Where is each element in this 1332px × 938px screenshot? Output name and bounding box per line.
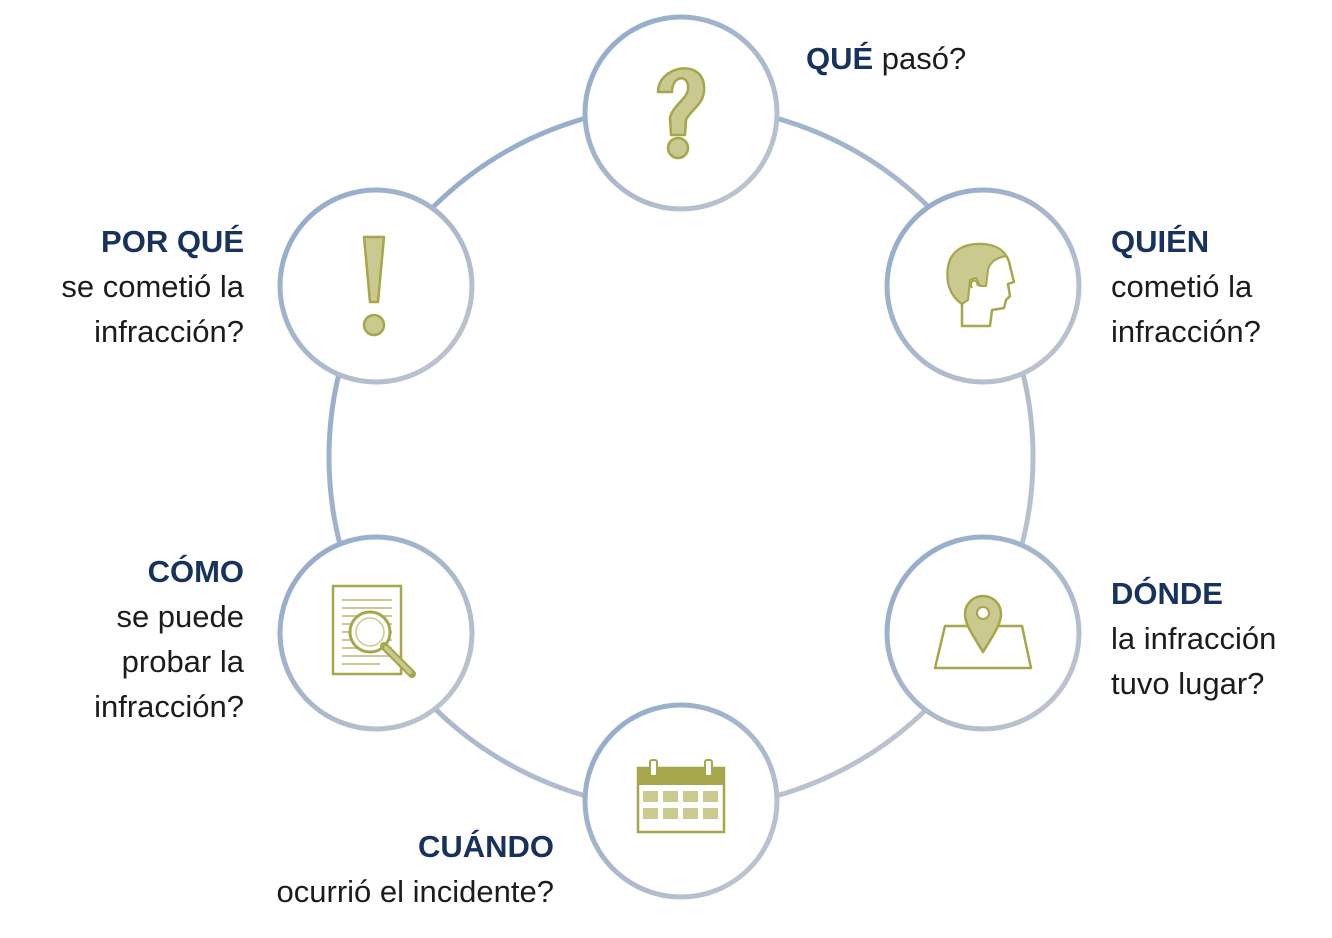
label-que: QUÉ pasó? — [806, 36, 966, 81]
heading-donde: DÓNDE — [1111, 576, 1223, 611]
person-head-icon — [946, 242, 1016, 328]
heading-porque: POR QUÉ — [101, 224, 244, 259]
heading-como: CÓMO — [147, 554, 244, 589]
label-quien: QUIÉN cometió la infracción? — [1111, 219, 1261, 354]
heading-quien: QUIÉN — [1111, 224, 1210, 259]
text-cuando-line-1: ocurrió el incidente? — [276, 874, 554, 909]
label-como: CÓMO se puede probar la infracción? — [94, 549, 244, 729]
heading-cuando: CUÁNDO — [417, 829, 554, 864]
label-cuando: CUÁNDO ocurrió el incidente? — [277, 824, 554, 914]
text-como-line-3: infracción? — [94, 689, 244, 724]
calendar-icon — [636, 759, 726, 834]
heading-que: QUÉ — [806, 41, 874, 76]
text-porque-line-2: infracción? — [94, 314, 244, 349]
text-que: pasó? — [873, 41, 967, 76]
text-como-line-2: probar la — [121, 644, 244, 679]
text-como-line-1: se puede — [116, 599, 244, 634]
text-donde-line-2: tuvo lugar? — [1111, 666, 1265, 701]
question-mark-icon — [656, 67, 706, 160]
text-quien-line-2: infracción? — [1111, 314, 1261, 349]
label-donde: DÓNDE la infracción tuvo lugar? — [1111, 571, 1276, 706]
text-donde-line-1: la infracción — [1111, 621, 1277, 656]
label-porque: POR QUÉ se cometió la infracción? — [61, 219, 244, 354]
map-pin-icon — [933, 594, 1033, 670]
text-quien-line-1: cometió la — [1111, 269, 1253, 304]
exclamation-mark-icon — [362, 235, 386, 337]
document-magnifier-icon — [331, 584, 416, 678]
text-porque-line-1: se cometió la — [61, 269, 244, 304]
